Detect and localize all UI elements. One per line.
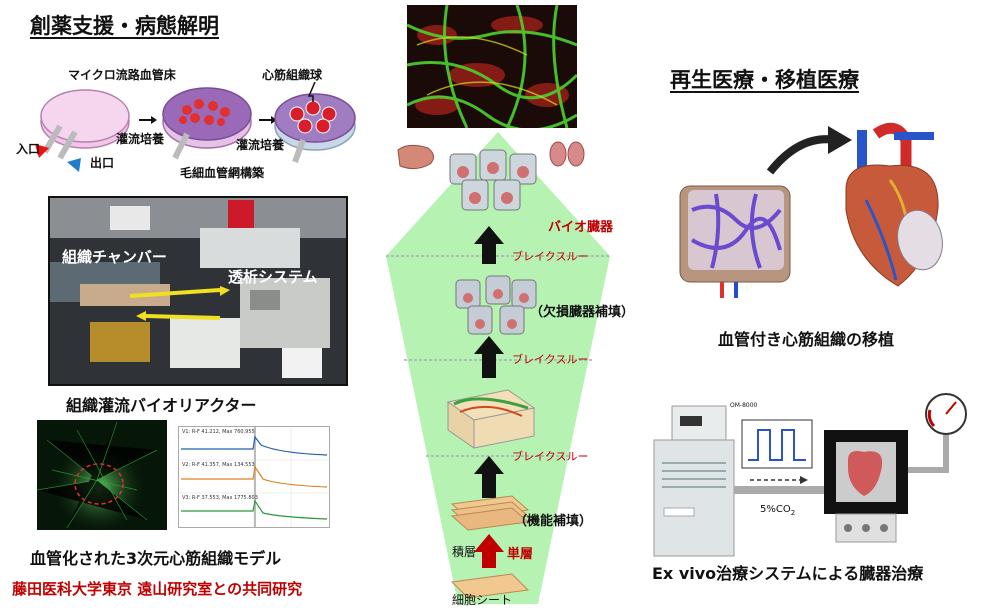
trace-label-2: V2: R-F 41.357, Max 134.553 bbox=[182, 462, 255, 468]
collab-text: 藤田医科大学東京 遠山研究室との共同研究 bbox=[12, 580, 303, 598]
cell-sheet bbox=[450, 573, 530, 599]
left-heading: 創薬支援・病態解明 bbox=[30, 14, 219, 38]
chamber-label: 組織チャンバー bbox=[62, 248, 167, 266]
breakthrough-2: ブレイクスルー bbox=[512, 353, 589, 366]
co2-label: 5%CO2 bbox=[760, 504, 795, 517]
curved-arrow-icon bbox=[766, 135, 837, 175]
exvivo-caption: Ex vivo治療システムによる臓器治療 bbox=[652, 564, 924, 583]
bio-organ-label: バイオ臓器 bbox=[548, 220, 614, 235]
vascular-tissue-slab bbox=[446, 389, 536, 449]
exvivo-system-diagram bbox=[653, 393, 967, 557]
cell-sheet-label: 細胞シート bbox=[452, 593, 513, 607]
calcium-trace-panel: V1: R-F 41.212, Max 760.955 V2: R-F 41.3… bbox=[178, 426, 330, 528]
device-label: OM-8000 bbox=[730, 402, 758, 409]
trace-3 bbox=[181, 499, 328, 520]
vascularized-patch bbox=[679, 185, 791, 298]
trace-label-1: V1: R-F 41.212, Max 760.955 bbox=[182, 429, 255, 435]
stack-label: 積層 bbox=[452, 545, 477, 559]
transplant-diagram bbox=[679, 122, 943, 298]
network-label: 毛細血管網構築 bbox=[180, 166, 265, 180]
liver-icon bbox=[397, 144, 434, 170]
breakthrough-3: ブレイクスルー bbox=[512, 450, 589, 463]
defect-label: （欠損臓器補填） bbox=[530, 305, 635, 320]
kidney-icon bbox=[549, 141, 567, 167]
bio-organ-jars bbox=[449, 149, 537, 211]
perfusion-machine bbox=[653, 405, 735, 557]
trace-2 bbox=[181, 465, 328, 488]
model-caption: 血管化された3次元心筋組織モデル bbox=[30, 549, 282, 568]
development-funnel bbox=[386, 132, 610, 604]
vascular-network-image bbox=[407, 5, 577, 128]
spheroid-label: 心筋組織球 bbox=[262, 68, 323, 82]
fluorescence-image bbox=[37, 420, 167, 530]
breakthrough-1: ブレイクスルー bbox=[512, 250, 589, 263]
organ-chamber bbox=[824, 430, 908, 543]
micro-title: マイクロ流路血管床 bbox=[68, 68, 176, 82]
pressure-gauge-icon bbox=[925, 393, 967, 435]
perfuse-label-2: 灌流培養 bbox=[236, 138, 285, 152]
inlet-arrow-icon bbox=[35, 144, 49, 158]
organ-icons bbox=[397, 141, 585, 170]
trace-label-3: V3: R-F 37.553, Max 1775.803 bbox=[182, 495, 258, 501]
co2-text: 5%CO bbox=[760, 504, 791, 515]
right-heading: 再生医療・移植医療 bbox=[670, 68, 859, 92]
defect-organ-jars bbox=[455, 275, 537, 335]
perfuse-label-1: 灌流培養 bbox=[116, 132, 165, 146]
monolayer-label: 単層 bbox=[507, 547, 534, 562]
heart-icon bbox=[845, 122, 943, 287]
outlet-arrow-icon bbox=[67, 158, 81, 172]
bioreactor-photo: 組織チャンバー 透析システム bbox=[48, 196, 348, 386]
bioreactor-caption: 組織灌流バイオリアクター bbox=[66, 396, 257, 415]
transplant-caption: 血管付き心筋組織の移植 bbox=[718, 330, 895, 349]
co2-subscript: 2 bbox=[790, 509, 796, 517]
dialysis-label: 透析システム bbox=[228, 268, 318, 286]
inlet-label: 入口 bbox=[16, 142, 41, 156]
function-label: （機能補填） bbox=[514, 514, 593, 529]
trace-1 bbox=[181, 435, 328, 456]
outlet-label: 出口 bbox=[90, 156, 115, 170]
microfluidic-diagram bbox=[35, 82, 356, 172]
stacked-cell-sheets bbox=[450, 495, 530, 531]
